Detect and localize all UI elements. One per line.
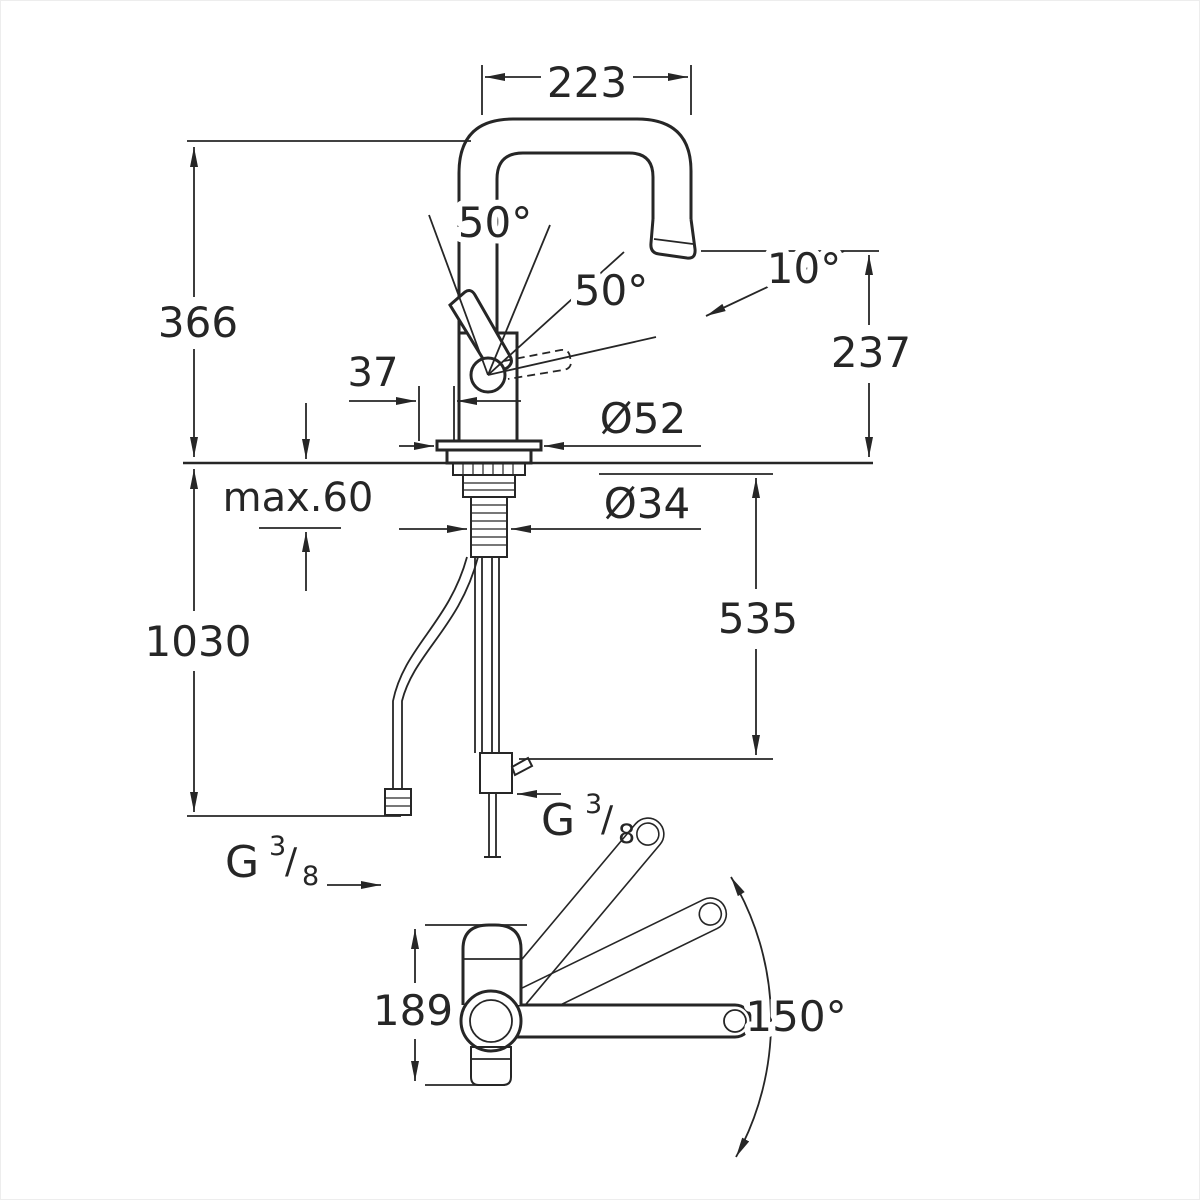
left-hose-inner <box>401 556 479 789</box>
dim-label-dia34: Ø34 <box>604 479 691 528</box>
spout-position-mid <box>510 897 728 1023</box>
faucet-top-view <box>459 817 753 1086</box>
top-view-spout <box>517 1003 753 1039</box>
supply-hoses <box>384 556 534 858</box>
dim-label-189: 189 <box>373 986 453 1035</box>
dim-150deg: 150° <box>730 876 853 1158</box>
check-valve-handle <box>510 756 534 777</box>
dim-label-237: 237 <box>831 328 911 377</box>
thread-right-prefix: G <box>541 795 575 846</box>
spout-tip-line <box>653 238 694 245</box>
handle-range-line-d <box>487 336 657 376</box>
spout-position-upper <box>497 817 665 1009</box>
thread-label-right: G 3 / 8 <box>517 789 635 850</box>
left-hose-outer <box>392 556 468 789</box>
dim-label-10: 10° <box>767 244 841 293</box>
top-view-base <box>470 1046 512 1086</box>
dim-37: 37 <box>342 344 521 441</box>
dim-label-1030: 1030 <box>145 617 252 666</box>
spout-inner-contour <box>495 151 655 341</box>
dim-label-366: 366 <box>158 298 238 347</box>
dim-label-535: 535 <box>718 594 798 643</box>
handle-lever-dashed <box>503 348 572 380</box>
dim-label-50-side: 50° <box>574 266 648 315</box>
dim-label-dia52: Ø52 <box>600 394 687 443</box>
handle-range-line-b <box>487 224 551 376</box>
dim-237: 237 <box>701 250 917 457</box>
mounting-locknut <box>462 474 516 498</box>
thread-right-numerator: 3 <box>585 789 602 820</box>
dim-max60: max.60 <box>217 403 379 591</box>
dim-dia34: Ø34 <box>399 473 701 534</box>
mounting-hardware <box>452 462 526 558</box>
spout-outer-contour <box>457 117 693 341</box>
dim-label-37: 37 <box>348 350 399 396</box>
spout-tip <box>649 218 697 260</box>
dim-label-150: 150° <box>745 992 846 1041</box>
dim-label-50-front: 50° <box>458 198 532 247</box>
thread-right-separator: / <box>601 799 614 840</box>
handle-range-line-a <box>428 214 489 376</box>
dim-223: 223 <box>481 52 692 115</box>
thread-left-numerator: 3 <box>269 831 286 862</box>
top-view-body-inner <box>469 999 513 1043</box>
check-valve <box>479 752 513 794</box>
thread-label-left: G 3 / 8 <box>225 831 381 892</box>
dim-dia52: Ø52 <box>399 388 701 450</box>
faucet-side-view <box>428 117 697 465</box>
thread-left-denominator: 8 <box>302 861 319 892</box>
thread-left-prefix: G <box>225 837 259 888</box>
dim-label-223: 223 <box>547 58 627 107</box>
dim-535: 535 <box>519 473 804 760</box>
dim-189: 189 <box>367 924 527 1086</box>
left-hose-fitting <box>384 788 412 816</box>
mounting-washer <box>452 462 526 476</box>
dim-366: 366 <box>152 140 471 457</box>
base-flange-lower <box>445 448 533 465</box>
handle-range-line-c <box>487 251 625 376</box>
dim-10deg: 10° <box>705 238 847 317</box>
threaded-shank <box>470 496 508 558</box>
dim-label-max60: max.60 <box>223 475 374 521</box>
thread-left-separator: / <box>285 841 298 882</box>
dim-1030: 1030 <box>139 469 401 817</box>
